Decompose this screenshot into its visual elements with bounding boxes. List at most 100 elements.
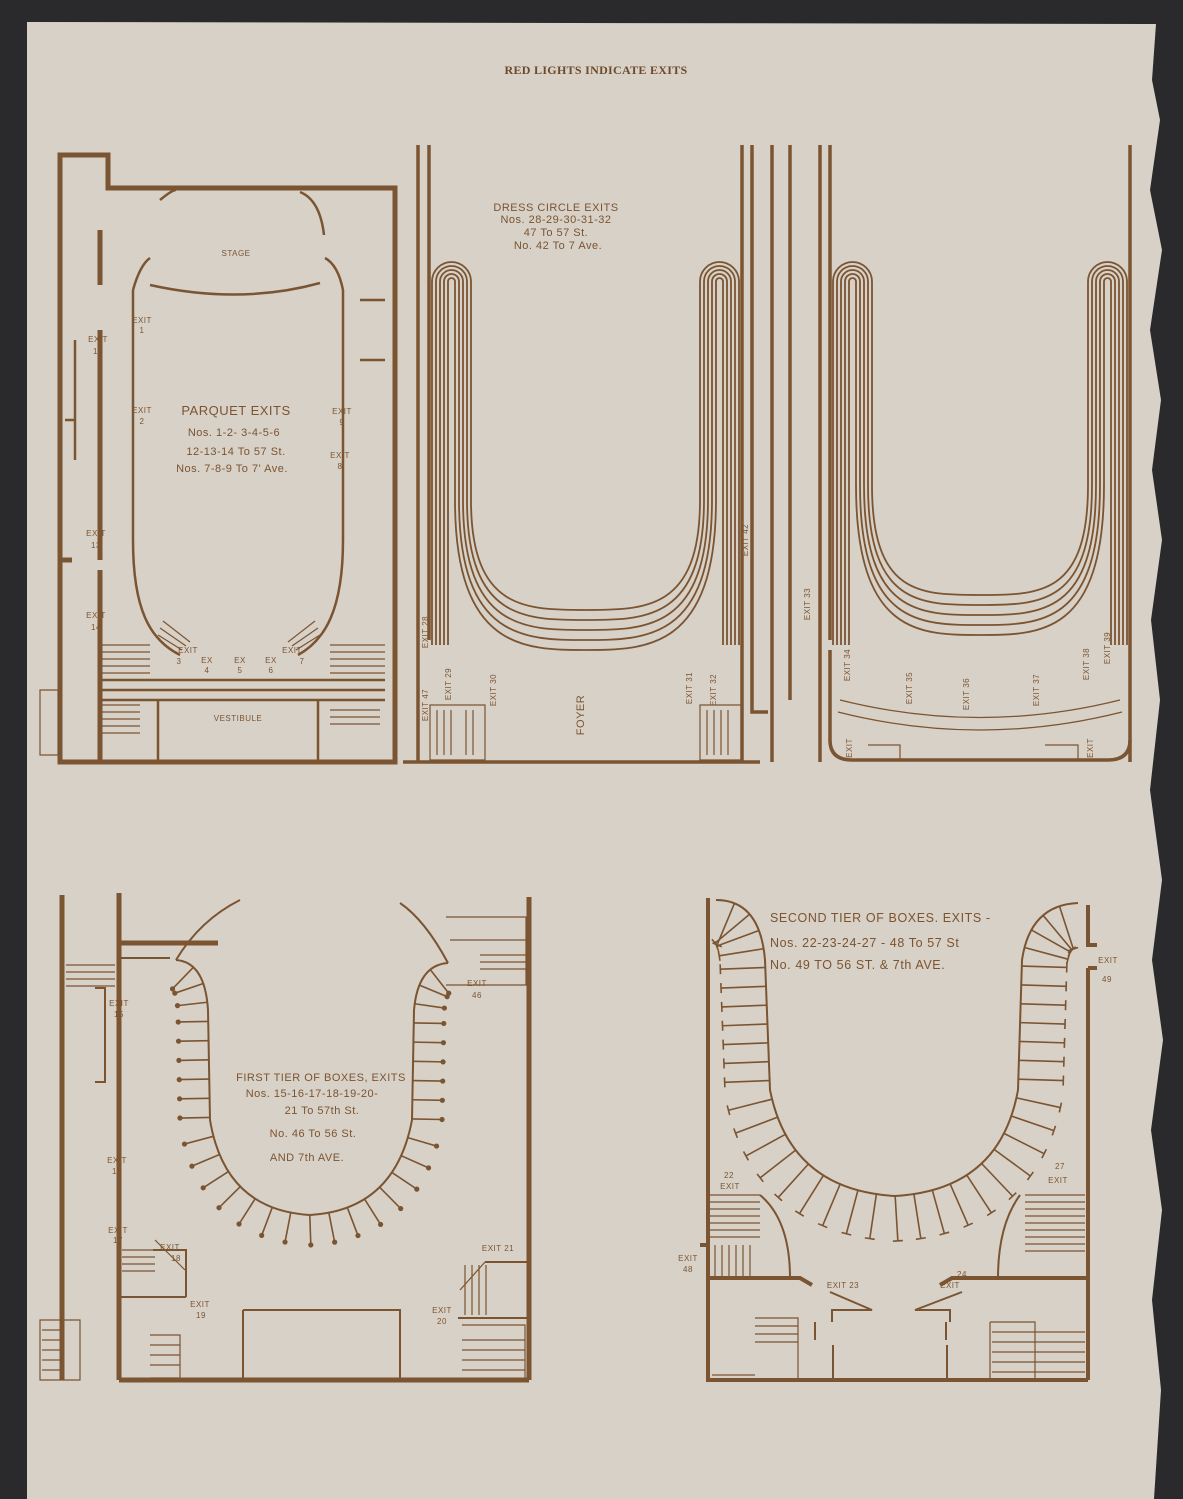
exit-number: 16 bbox=[112, 1167, 122, 1176]
dress-circle-line: 47 To 57 St. bbox=[524, 227, 589, 239]
box-partition bbox=[179, 1116, 210, 1119]
box-partition bbox=[821, 1183, 841, 1226]
box-seat bbox=[177, 1115, 183, 1121]
box-partition bbox=[178, 1039, 209, 1042]
box-partition bbox=[238, 1198, 256, 1225]
box-partition bbox=[407, 1136, 437, 1147]
box-partition bbox=[1024, 946, 1069, 960]
exit-label: EX bbox=[234, 656, 246, 665]
box-seat bbox=[414, 1186, 420, 1192]
box-partition bbox=[993, 1148, 1031, 1177]
exit-number: 49 bbox=[1102, 975, 1112, 984]
box-partition-end bbox=[717, 950, 721, 961]
box-partition bbox=[716, 929, 760, 947]
box-partition-end bbox=[1008, 1192, 1017, 1201]
parquet-exit-labels: EXIT 1 EXIT 12 EXIT 2 EXIT 9 EXIT 8 EXIT… bbox=[86, 316, 351, 675]
box-partition-end bbox=[1041, 1148, 1048, 1159]
exit-label: EXIT 32 bbox=[709, 674, 718, 706]
box-partition bbox=[714, 913, 751, 944]
parquet-line: 12-13-14 To 57 St. bbox=[186, 446, 285, 458]
exit-number: 24 bbox=[957, 1270, 967, 1279]
exit-label: EXIT 47 bbox=[421, 689, 430, 721]
box-seat bbox=[355, 1232, 361, 1239]
exit-number: 48 bbox=[683, 1265, 693, 1274]
box-seat bbox=[398, 1205, 404, 1212]
exit-label: EXIT 30 bbox=[489, 674, 498, 706]
exit-label: EXIT 35 bbox=[905, 672, 914, 704]
box-partition bbox=[723, 1060, 769, 1065]
box-seat bbox=[176, 1077, 182, 1083]
box-seat bbox=[440, 1059, 446, 1065]
box-seat bbox=[282, 1239, 288, 1245]
box-partition-end bbox=[986, 1209, 996, 1217]
first-tier-exit-labels: EXIT 15 EXIT 16 EXIT 17 EXIT 18 EXIT 19 … bbox=[107, 979, 514, 1326]
box-partition bbox=[178, 1020, 209, 1023]
exit-number: 6 bbox=[269, 666, 274, 675]
first-tier-line: AND 7th AVE. bbox=[270, 1152, 344, 1164]
exit-label: EXIT bbox=[178, 646, 198, 655]
box-partition bbox=[981, 1162, 1014, 1197]
exit-number: 14 bbox=[91, 623, 101, 632]
box-partition bbox=[720, 966, 766, 971]
box-partition bbox=[412, 1098, 443, 1102]
box-partition bbox=[716, 902, 736, 946]
seating-row bbox=[844, 273, 1116, 645]
vestibule-label: VESTIBULE bbox=[214, 714, 263, 723]
parquet-line: Nos. 1-2- 3-4-5-6 bbox=[188, 427, 280, 439]
seating-row bbox=[443, 273, 728, 645]
exit-number: 20 bbox=[437, 1317, 447, 1326]
second-tier-line: No. 49 TO 56 ST. & 7th AVE. bbox=[770, 958, 945, 972]
box-partition-end bbox=[841, 1231, 852, 1236]
box-partition bbox=[191, 1153, 220, 1167]
exit-label: EXIT bbox=[720, 1182, 740, 1191]
dress-circle-title: DRESS CIRCLE EXITS bbox=[493, 202, 618, 214]
exit-number: 3 bbox=[177, 657, 182, 666]
exit-label: EXIT bbox=[940, 1281, 960, 1290]
dress-circle-exit-labels: EXIT 28 EXIT 47 EXIT 29 EXIT 30 EXIT 31 … bbox=[421, 524, 1112, 758]
box-partition-end bbox=[774, 1193, 783, 1202]
box-partition bbox=[894, 1195, 899, 1241]
header-title: RED LIGHTS INDICATE EXITS bbox=[505, 63, 688, 77]
box-seat bbox=[175, 1019, 181, 1025]
box-seat bbox=[174, 1003, 181, 1009]
second-tier-exit-labels: EXIT 49 EXIT 22 EXIT 27 EXIT 48 EXIT 23 … bbox=[678, 956, 1117, 1290]
box-seat bbox=[175, 1038, 182, 1044]
dress-circle-plan: DRESS CIRCLE EXITS Nos. 28-29-30-31-32 4… bbox=[403, 145, 1132, 764]
box-partition-end bbox=[939, 1231, 950, 1236]
box-seat bbox=[176, 1057, 182, 1063]
box-seat bbox=[172, 990, 178, 996]
box-partition bbox=[913, 1193, 922, 1239]
box-partition bbox=[966, 1174, 993, 1214]
exit-number: 22 bbox=[724, 1171, 734, 1180]
exit-number: 27 bbox=[1055, 1162, 1065, 1171]
box-partition bbox=[735, 1116, 778, 1134]
exit-label: EXIT 36 bbox=[962, 678, 971, 710]
box-partition bbox=[179, 1078, 210, 1081]
box-partition bbox=[414, 1002, 445, 1009]
box-seat bbox=[433, 1143, 440, 1149]
second-tier-plan: SECOND TIER OF BOXES. EXITS - Nos. 22-23… bbox=[678, 898, 1117, 1382]
box-partition bbox=[1021, 965, 1067, 969]
box-partition-end bbox=[892, 1239, 903, 1243]
box-partition bbox=[1021, 984, 1067, 988]
box-partition bbox=[363, 1198, 382, 1225]
box-partition bbox=[845, 1190, 859, 1234]
exit-label: EXIT 31 bbox=[685, 672, 694, 704]
exit-label: EXIT 39 bbox=[1103, 632, 1112, 664]
exit-number: 19 bbox=[196, 1311, 206, 1320]
box-seat bbox=[439, 1097, 445, 1103]
exit-label: EXIT bbox=[1086, 738, 1095, 758]
box-partition bbox=[346, 1207, 359, 1236]
box-partition bbox=[1030, 929, 1071, 953]
first-tier-line: 21 To 57th St. bbox=[285, 1105, 360, 1117]
box-partition bbox=[949, 1183, 969, 1226]
box-seat bbox=[259, 1232, 265, 1239]
box-partition bbox=[1011, 1115, 1055, 1132]
box-partition bbox=[745, 1133, 786, 1157]
box-partition bbox=[868, 1193, 878, 1239]
box-partition-end bbox=[714, 941, 720, 952]
exit-number: 1 bbox=[140, 326, 145, 335]
exit-number: 15 bbox=[114, 1010, 124, 1019]
first-tier-line: Nos. 15-16-17-18-19-20- bbox=[246, 1088, 379, 1100]
box-partition-end bbox=[864, 1237, 875, 1241]
